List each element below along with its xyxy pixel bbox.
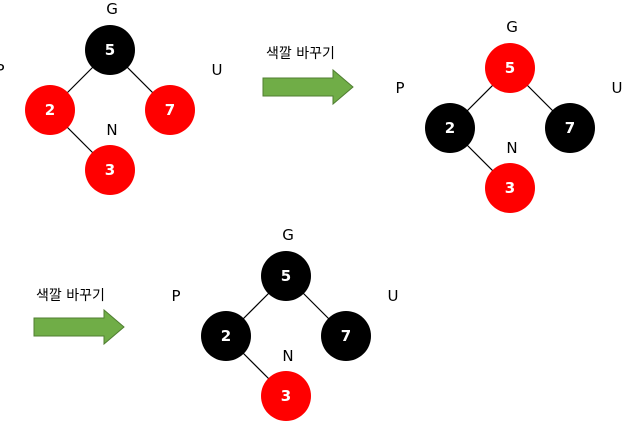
node-label: G bbox=[282, 226, 294, 244]
node-circle bbox=[545, 103, 595, 153]
node-circle bbox=[425, 103, 475, 153]
node-value: 5 bbox=[105, 41, 115, 59]
node-label: U bbox=[612, 79, 623, 97]
node-label: N bbox=[282, 347, 293, 365]
green-arrow-icon bbox=[33, 308, 125, 346]
node-circle bbox=[145, 85, 195, 135]
green-arrow-icon bbox=[262, 68, 354, 106]
node-u: 7U bbox=[321, 287, 398, 361]
node-value: 2 bbox=[45, 101, 55, 119]
node-g: 5G bbox=[85, 0, 135, 75]
node-circle bbox=[85, 145, 135, 195]
node-value: 7 bbox=[565, 119, 575, 137]
node-value: 5 bbox=[505, 59, 515, 77]
node-label: N bbox=[506, 139, 517, 157]
color-change-arrow-2: 색깔 바꾸기 bbox=[33, 288, 125, 346]
node-label: P bbox=[0, 61, 5, 79]
node-n: 3N bbox=[85, 121, 135, 195]
node-g: 5G bbox=[485, 18, 535, 93]
node-circle bbox=[261, 251, 311, 301]
node-circle bbox=[25, 85, 75, 135]
arrow-caption: 색깔 바꾸기 bbox=[266, 46, 335, 62]
node-u: 7U bbox=[145, 61, 222, 135]
arrow-caption: 색깔 바꾸기 bbox=[36, 288, 105, 304]
node-n: 3N bbox=[485, 139, 535, 213]
node-u: 7U bbox=[545, 79, 622, 153]
node-label: N bbox=[106, 121, 117, 139]
node-value: 5 bbox=[281, 267, 291, 285]
node-circle bbox=[485, 43, 535, 93]
node-g: 5G bbox=[261, 226, 311, 301]
node-p: 2P bbox=[395, 79, 475, 153]
node-circle bbox=[201, 311, 251, 361]
color-change-arrow-1: 색깔 바꾸기 bbox=[262, 46, 354, 106]
node-circle bbox=[321, 311, 371, 361]
node-value: 7 bbox=[341, 327, 351, 345]
node-label: P bbox=[171, 287, 180, 305]
node-label: P bbox=[395, 79, 404, 97]
node-value: 7 bbox=[165, 101, 175, 119]
node-value: 3 bbox=[505, 179, 515, 197]
node-value: 3 bbox=[281, 387, 291, 405]
node-label: G bbox=[506, 18, 518, 36]
node-n: 3N bbox=[261, 347, 311, 421]
node-label: G bbox=[106, 0, 118, 18]
node-circle bbox=[261, 371, 311, 421]
node-value: 2 bbox=[221, 327, 231, 345]
node-value: 2 bbox=[445, 119, 455, 137]
node-label: U bbox=[212, 61, 223, 79]
node-circle bbox=[485, 163, 535, 213]
node-circle bbox=[85, 25, 135, 75]
node-p: 2P bbox=[171, 287, 251, 361]
node-label: U bbox=[388, 287, 399, 305]
node-value: 3 bbox=[105, 161, 115, 179]
node-p: 2P bbox=[0, 61, 75, 135]
